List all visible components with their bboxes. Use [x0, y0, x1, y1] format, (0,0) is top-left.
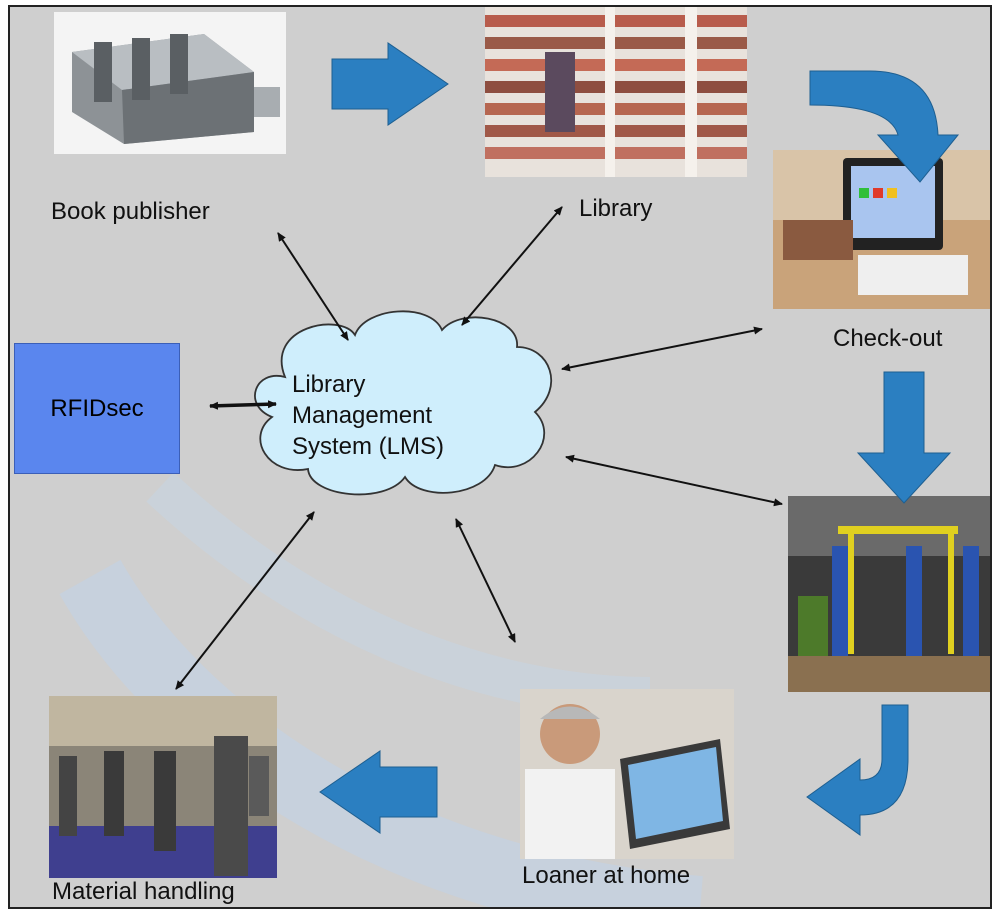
connector-checkout [561, 326, 763, 372]
flow-arrow-curve-down [809, 70, 960, 183]
material-handling-label: Material handling [52, 878, 235, 905]
connector-gate [565, 454, 783, 507]
checkout-label: Check-out [833, 325, 943, 352]
rfidsec-box: RFIDsec [14, 343, 180, 474]
lms-label: Library Management System (LMS) [292, 369, 444, 462]
lms-label-line1: Library [292, 371, 366, 398]
connector-home [455, 518, 516, 643]
lms-label-line2: Management [292, 402, 433, 429]
connector-publisher [277, 232, 349, 341]
flow-arrow-left [319, 750, 438, 834]
diagram-connectors [175, 42, 960, 836]
book-publisher-label: Book publisher [51, 198, 210, 225]
connector-material [175, 511, 315, 690]
lms-label-line3: System (LMS) [292, 433, 445, 460]
rfidsec-label: RFIDsec [50, 394, 144, 422]
material-handling-photo [49, 696, 277, 878]
loaner-at-home-photo [520, 689, 734, 859]
printing-press-photo [54, 12, 286, 154]
library-shelves-photo [485, 7, 747, 177]
loaner-at-home-label: Loaner at home [522, 862, 691, 889]
connector-library [461, 206, 563, 326]
lms-cloud [254, 310, 553, 496]
flow-arrow-curve-left [806, 704, 909, 836]
library-label: Library [579, 195, 653, 222]
flow-arrow-right [331, 42, 449, 126]
flow-arrow-down [856, 371, 952, 504]
connector-rfid [209, 400, 277, 410]
diagram-frame: RFIDsec [8, 5, 992, 909]
security-gate-photo [788, 496, 990, 692]
